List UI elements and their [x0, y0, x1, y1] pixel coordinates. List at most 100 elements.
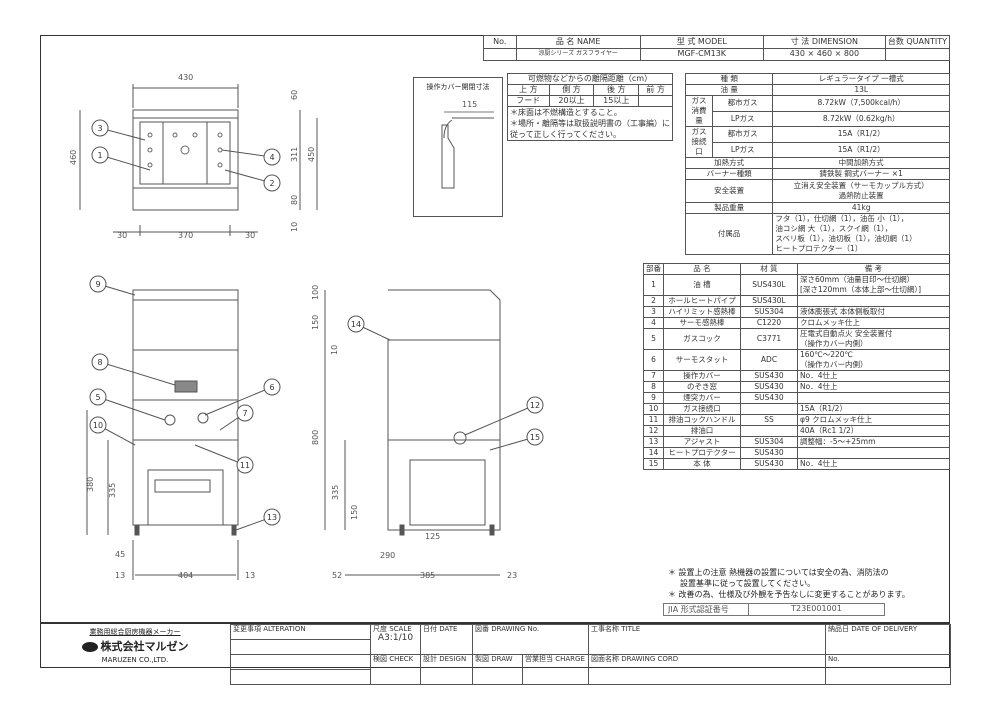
- part-material: SUS430: [740, 458, 798, 470]
- logo-mark-icon: [81, 642, 98, 652]
- dimension-value: 430 × 460 × 800: [762, 47, 886, 61]
- balloon-circle: [263, 508, 281, 526]
- dim-text: 460: [69, 150, 78, 165]
- part-number: 5: [643, 328, 664, 350]
- dim-text: 335: [108, 483, 117, 498]
- part-number: 11: [643, 414, 664, 426]
- part-note: 調整幅：-5〜+25mm: [800, 437, 876, 446]
- dim-text: 13: [115, 571, 125, 580]
- drawing-cord-cell: 図面名称 DRAWING CORD: [587, 654, 827, 685]
- balloon-circle: [263, 378, 281, 396]
- part-note: 40A（Rc1 1/2）: [800, 426, 859, 435]
- quantity-label: 台数 QUANTITY: [884, 35, 951, 49]
- balloon-number: 14: [351, 320, 361, 329]
- balloon-number: 6: [269, 383, 274, 392]
- parts-header: 備 考: [797, 263, 950, 275]
- balloon-circle: [91, 119, 109, 137]
- balloon-circle: [91, 146, 109, 164]
- jia-number: T23E001001: [791, 604, 842, 613]
- jia-label: JIA 形式認証番号: [664, 604, 749, 615]
- part-number: 7: [643, 370, 664, 382]
- front-view-upper: [79, 84, 318, 236]
- dim-text: 335: [331, 485, 340, 500]
- dim-text: 13: [245, 571, 255, 580]
- part-number: 3: [643, 306, 664, 318]
- spec-value: 立消え安全装置（サーモカップル方式）: [793, 181, 929, 190]
- dim-text: 430: [178, 73, 193, 82]
- part-name: 油 槽: [663, 274, 741, 296]
- dim-text: 450: [307, 147, 316, 162]
- part-name: 本 体: [663, 458, 741, 470]
- part-name: 排油コックハンドル: [663, 414, 741, 426]
- part-note: φ9 クロムメッキ仕上: [800, 415, 873, 424]
- part-material: SUS430L: [740, 295, 798, 307]
- spec-value: 41kg: [772, 202, 950, 214]
- spec-label: 加熱方式: [684, 157, 774, 169]
- balloon-number: 3: [97, 124, 102, 133]
- part-name: サーモ感熱棒: [663, 317, 741, 329]
- part-note: 160℃〜220℃: [800, 350, 853, 359]
- leader-line: [464, 404, 536, 436]
- part-number: 13: [643, 436, 664, 448]
- part-number: 15: [643, 458, 664, 470]
- part-name: ガスコック: [663, 328, 741, 350]
- part-note: 圧電式自動点火 安全装置付: [800, 329, 893, 338]
- accessory-line: ヒートプロテクター（1）: [775, 244, 863, 253]
- part-material: [740, 403, 798, 415]
- clearance-note: ＊場所・離隔等は取扱説明書の（工事編）に: [510, 119, 670, 128]
- part-note: No．4仕上: [800, 459, 838, 468]
- balloon-circle: [526, 396, 544, 414]
- parts-header: 材 質: [740, 263, 798, 275]
- balloon-circle: [347, 315, 365, 333]
- part-name: 操作カバー: [663, 370, 741, 382]
- part-name: 排油口: [663, 425, 741, 437]
- balloon-number: 4: [269, 153, 274, 162]
- balloon-number: 7: [242, 409, 247, 418]
- leader-line: [204, 386, 273, 416]
- part-name: 煙突カバー: [663, 392, 741, 404]
- part-number: 8: [643, 381, 664, 393]
- balloon-circle: [263, 174, 281, 192]
- model-label: 型 式 MODEL: [639, 35, 764, 49]
- part-material: SS: [740, 414, 798, 426]
- front-view-lower: [86, 289, 239, 580]
- op-cover-label: 操作カバー開閉寸法: [426, 83, 490, 91]
- dimension-label: 寸 法 DIMENSION: [762, 35, 886, 49]
- note-line: ＊ 設置上の注意 熱機器の設置については安全の為、消防法の: [668, 568, 889, 577]
- model-value: MGF-CM13K: [639, 47, 764, 61]
- no-cell: No.: [825, 654, 952, 685]
- dim-text: 23: [507, 571, 517, 580]
- spec-sublabel: LPガス: [711, 110, 774, 127]
- balloon-circle: [91, 353, 109, 371]
- part-name: ヒートプロテクター: [663, 447, 741, 459]
- dim-text: 52: [332, 571, 342, 580]
- balloon-number: 11: [240, 461, 250, 470]
- part-name: アジャスト: [663, 436, 741, 448]
- note-line: 設置基準に従って設置してください。: [680, 579, 816, 588]
- design-cell: 設計 DESIGN: [420, 654, 473, 685]
- part-note: No．4仕上: [800, 382, 838, 391]
- leader-line: [97, 396, 166, 421]
- part-name: ハイリミット感熱棒: [663, 306, 741, 318]
- dim-text: 290: [380, 551, 395, 560]
- spec-label: 安全装置: [684, 179, 774, 203]
- part-number: 14: [643, 447, 664, 459]
- part-material: [740, 425, 798, 437]
- part-material: C3771: [740, 328, 798, 350]
- parts-header: 品 名: [663, 263, 741, 275]
- dim-text: 100: [311, 285, 320, 300]
- part-number: 2: [643, 295, 664, 307]
- accessory-line: スベリ板（1），油切板（1），油切網（1）: [775, 234, 917, 243]
- scale-value: A3:1/10: [377, 633, 414, 643]
- maker-logo-area: 業務用総合厨房機器メーカー 株式会社マルゼン MARUZEN CO.,LTD.: [40, 624, 230, 670]
- maker-tagline: 業務用総合厨房機器メーカー: [89, 628, 181, 636]
- dim-text: 150: [311, 315, 320, 330]
- check-cell: 検図 CHECK: [370, 654, 421, 685]
- dim-text: 10: [330, 345, 339, 355]
- spec-value: 13L: [772, 84, 950, 96]
